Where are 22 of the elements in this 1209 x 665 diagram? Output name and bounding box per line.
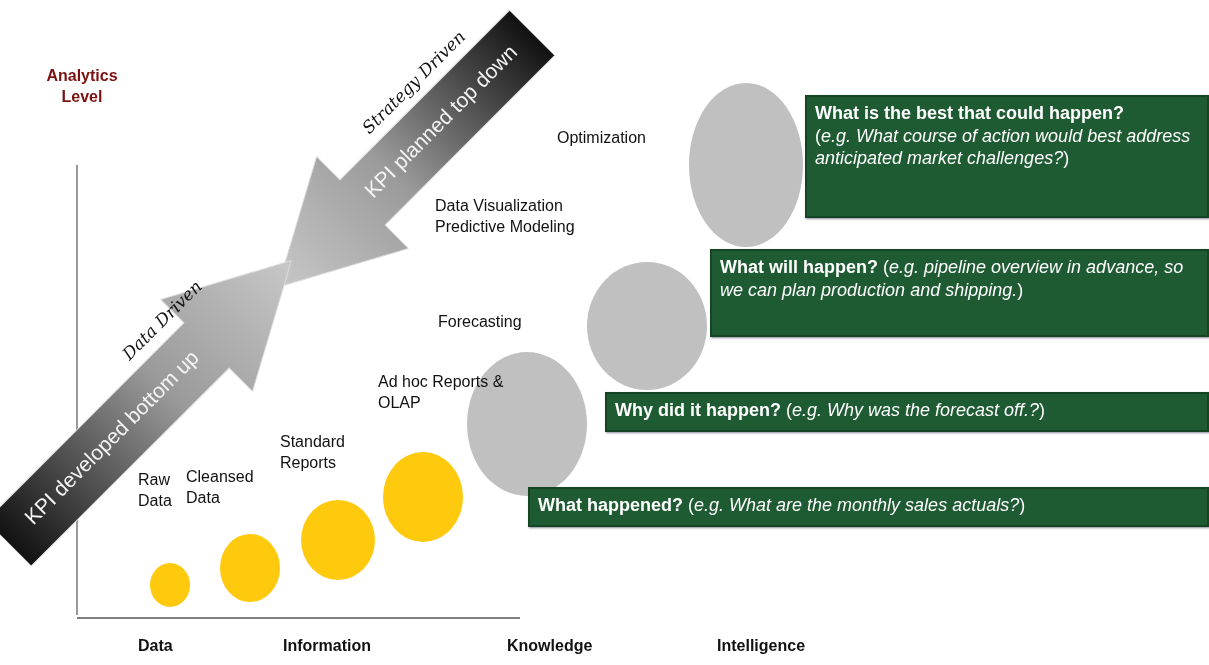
axis-category-label: Data [138, 636, 174, 656]
axis-category-label: Knowledge [507, 636, 594, 656]
level-label: Optimization [557, 128, 647, 148]
axis-title: Analytics Level [45, 66, 119, 107]
level-label: Cleansed Data [186, 467, 255, 508]
question-text: Why did it happen? (e.g. Why was the forecast off.?) [615, 399, 1047, 422]
level-circle [150, 563, 190, 607]
question-banner [710, 249, 1209, 337]
question-text: What happened? (e.g. What are the monthly sales actuals?) [538, 494, 1027, 517]
question-text: (e.g. What course of action would best address anticipated market challenges?) [815, 124, 1192, 170]
level-label: Ad hoc Reports & OLAP [378, 372, 505, 413]
level-label: Data Visualization Predictive Modeling [435, 196, 576, 237]
question-banner [805, 95, 1209, 218]
level-label: Raw Data [138, 470, 173, 511]
question-banner [605, 392, 1209, 432]
question-text: What will happen? (e.g. pipeline overview in advance, so we can plan production and shipping.) [720, 256, 1185, 301]
axis-category-label: Intelligence [717, 636, 807, 656]
level-label: Forecasting [438, 312, 523, 332]
question-text: What is the best that could happen? [815, 102, 1125, 125]
axis-category-label: Information [283, 636, 372, 656]
question-banner [528, 487, 1209, 527]
level-label: Standard Reports [280, 432, 346, 473]
